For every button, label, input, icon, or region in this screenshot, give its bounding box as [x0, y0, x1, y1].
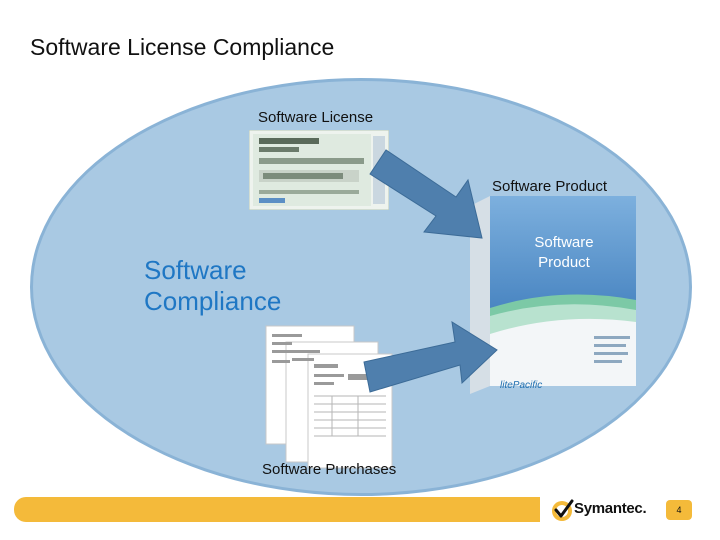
symantec-logo-text: Symantec. [574, 500, 647, 517]
product-box-image [470, 196, 636, 394]
checkmark-circle-icon [552, 499, 574, 521]
software-license-label: Software License [258, 109, 374, 126]
software-compliance-label: Software Compliance [144, 255, 282, 316]
purchase-documents-image [265, 325, 393, 469]
software-product-label: Software Product [492, 178, 608, 195]
software-purchases-label: Software Purchases [262, 461, 397, 478]
slide-title: Software License Compliance [30, 34, 335, 60]
product-box-brand: litePаcific [500, 380, 543, 391]
product-box-text: Software Product [534, 234, 594, 271]
page-number: 4 [666, 500, 692, 520]
license-card-image [249, 130, 389, 210]
